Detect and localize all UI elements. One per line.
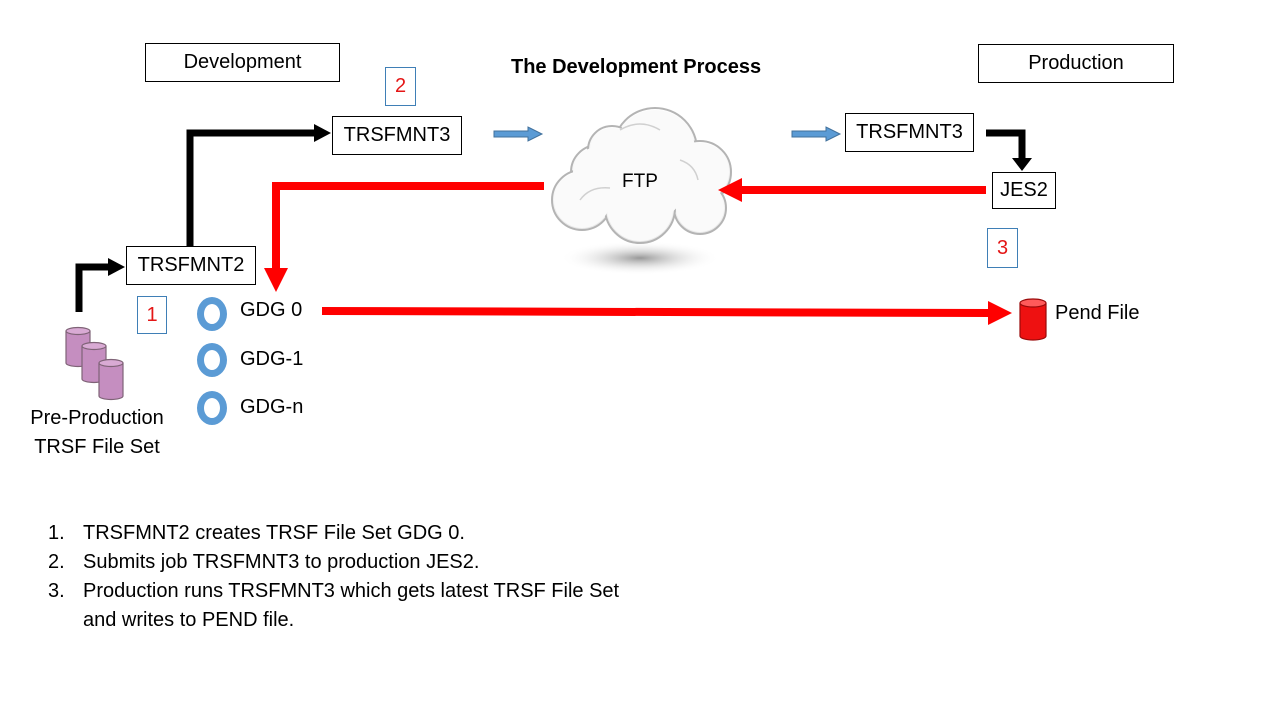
- gdg-0-label: GDG 0: [240, 299, 303, 321]
- list-item-text: TRSFMNT2 creates TRSF File Set GDG 0.: [83, 522, 465, 544]
- step-marker-2: 2: [385, 67, 416, 106]
- blue-connectors: [493, 126, 842, 142]
- trsfmnt3-dev-box: TRSFMNT3: [332, 116, 462, 155]
- trsfmnt2-box: TRSFMNT2: [126, 246, 256, 285]
- list-item-number: 3.: [48, 580, 65, 602]
- trsfmnt3-prod-box: TRSFMNT3: [845, 113, 974, 152]
- production-header: Production: [978, 44, 1174, 83]
- development-header: Development: [145, 43, 340, 82]
- gdg-0-ring-icon: [197, 297, 227, 331]
- step-marker-2-label: 2: [394, 75, 407, 97]
- step-marker-1-label: 1: [146, 303, 158, 326]
- pend-file-label: Pend File: [1055, 302, 1140, 324]
- black-connectors: [75, 124, 1032, 312]
- cylinder-icon: [1019, 298, 1047, 341]
- steps-list: 1. TRSFMNT2 creates TRSF File Set GDG 0.…: [48, 519, 623, 635]
- production-header-label: Production: [1028, 52, 1124, 74]
- trsfmnt2-label: TRSFMNT2: [137, 254, 245, 276]
- step-marker-1: 1: [137, 296, 167, 334]
- development-header-label: Development: [183, 51, 302, 73]
- list-item-text: Submits job TRSFMNT3 to production JES2.: [83, 551, 480, 573]
- red-connectors: [264, 178, 1012, 325]
- trsfmnt3-dev-label: TRSFMNT3: [343, 124, 451, 146]
- pre-production-line-2: TRSF File Set: [34, 436, 160, 458]
- list-item: 2. Submits job TRSFMNT3 to production JE…: [48, 548, 623, 577]
- gdg-n-label: GDG-n: [240, 396, 304, 418]
- jes2-label: JES2: [1000, 179, 1048, 201]
- gdg-1-label: GDG-1: [240, 348, 304, 370]
- pre-production-label: Pre-Production TRSF File Set: [22, 404, 172, 462]
- cloud-label: FTP: [622, 171, 658, 192]
- gdg-n-ring-icon: [197, 391, 227, 425]
- trsfmnt3-prod-label: TRSFMNT3: [856, 121, 963, 143]
- pre-production-line-1: Pre-Production: [30, 407, 164, 429]
- list-item: 3. Production runs TRSFMNT3 which gets l…: [48, 577, 623, 635]
- cloud-icon: [551, 107, 732, 275]
- diagram-title: The Development Process: [511, 56, 762, 78]
- list-item-text: Production runs TRSFMNT3 which gets late…: [83, 580, 620, 631]
- step-marker-3-label: 3: [996, 236, 1009, 259]
- list-item-number: 1.: [48, 522, 65, 544]
- jes2-box: JES2: [992, 172, 1056, 209]
- list-item-number: 2.: [48, 551, 65, 573]
- database-stack-icon: [65, 326, 124, 401]
- gdg-1-ring-icon: [197, 343, 227, 377]
- list-item: 1. TRSFMNT2 creates TRSF File Set GDG 0.: [48, 519, 623, 548]
- step-marker-3: 3: [987, 228, 1018, 268]
